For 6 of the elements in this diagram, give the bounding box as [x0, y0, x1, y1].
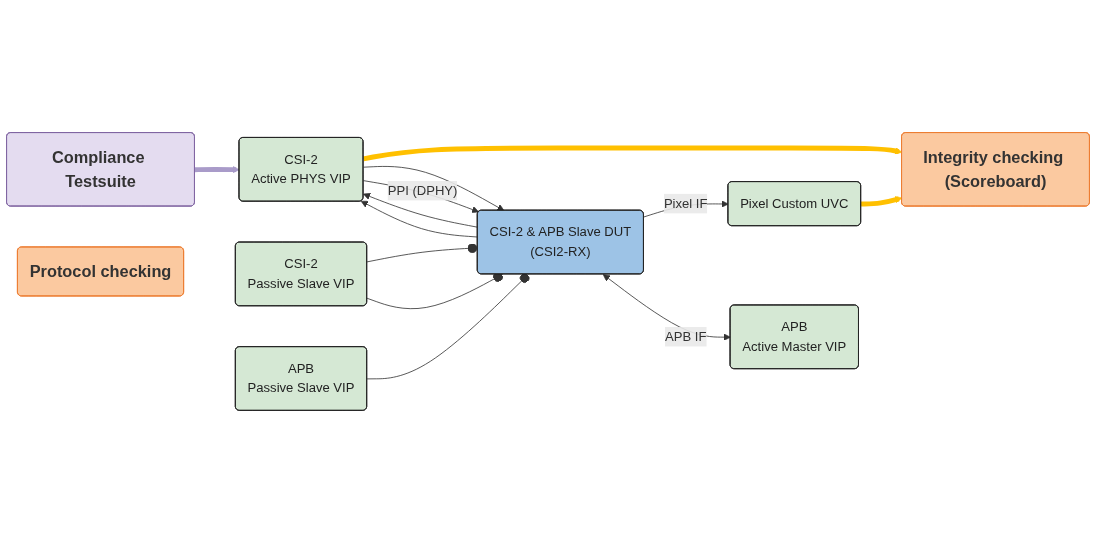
edge-label: Pixel IF	[663, 195, 708, 210]
arrow	[194, 165, 240, 173]
edge-label: APB IF	[664, 329, 707, 343]
arrow	[363, 145, 903, 161]
arrow	[861, 195, 903, 207]
edge-label: PPI (DPHY)	[387, 182, 458, 197]
